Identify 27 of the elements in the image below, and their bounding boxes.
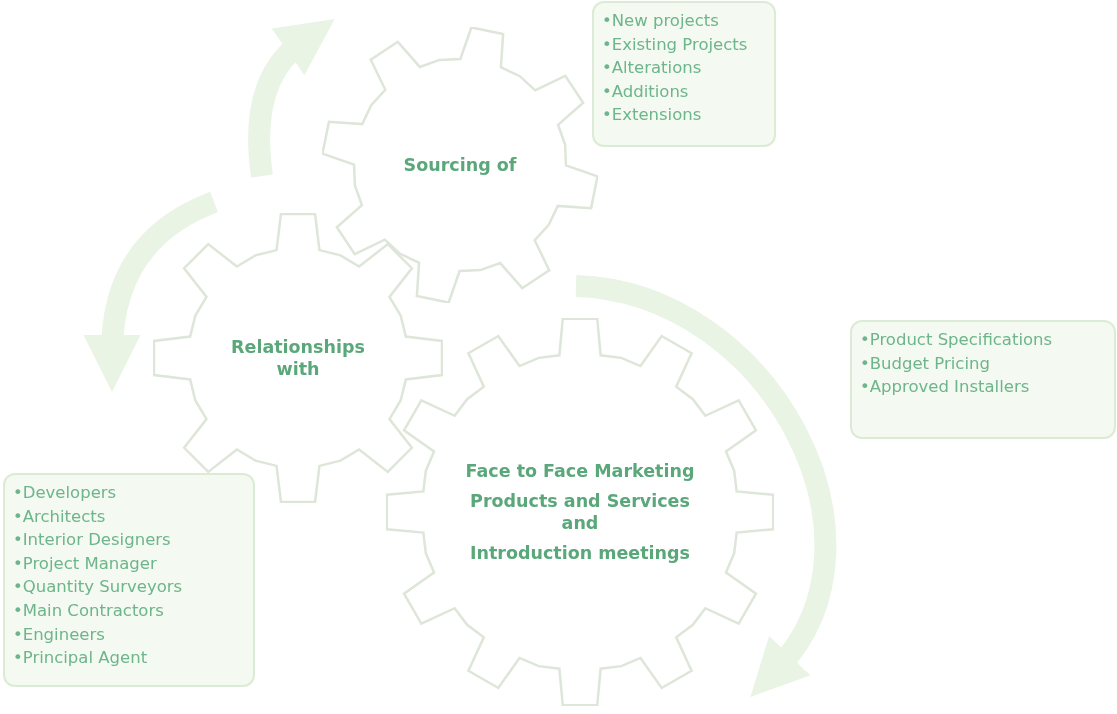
list-item: •Architects	[13, 505, 107, 528]
gear-label: Face to Face Marketing	[465, 460, 695, 482]
gear	[153, 213, 443, 503]
list-item: •Principal Agent	[13, 647, 149, 670]
gear	[386, 318, 774, 706]
list-item: •Additions	[602, 80, 690, 103]
list-item: •New projects	[602, 10, 720, 32]
list-item: •Main Contractors	[13, 599, 165, 622]
gear	[322, 27, 598, 303]
list-item: •Approved Installers	[860, 376, 1031, 399]
list-item: •Engineers	[13, 623, 106, 646]
gear-label: Products and Services and	[469, 490, 691, 534]
list-item: •Budget Pricing	[860, 352, 991, 375]
gear-label: Sourcing of	[403, 154, 517, 176]
list-item: •Alterations	[602, 57, 703, 80]
list-card	[3, 473, 255, 687]
list-item: •Quantity Surveyors	[13, 576, 184, 599]
list-item: •Developers	[13, 482, 118, 504]
list-item: •Existing Projects	[602, 33, 749, 56]
list-card	[592, 1, 776, 147]
gear-label: Relationships with	[230, 336, 366, 380]
list-item: •Project Manager	[13, 552, 158, 575]
list-item: •Interior Designers	[13, 529, 172, 552]
gear-label: Introduction meetings	[470, 542, 690, 564]
list-card	[850, 320, 1116, 439]
list-item: •Product Specifications	[860, 329, 1054, 351]
list-item: •Extensions	[602, 104, 703, 127]
